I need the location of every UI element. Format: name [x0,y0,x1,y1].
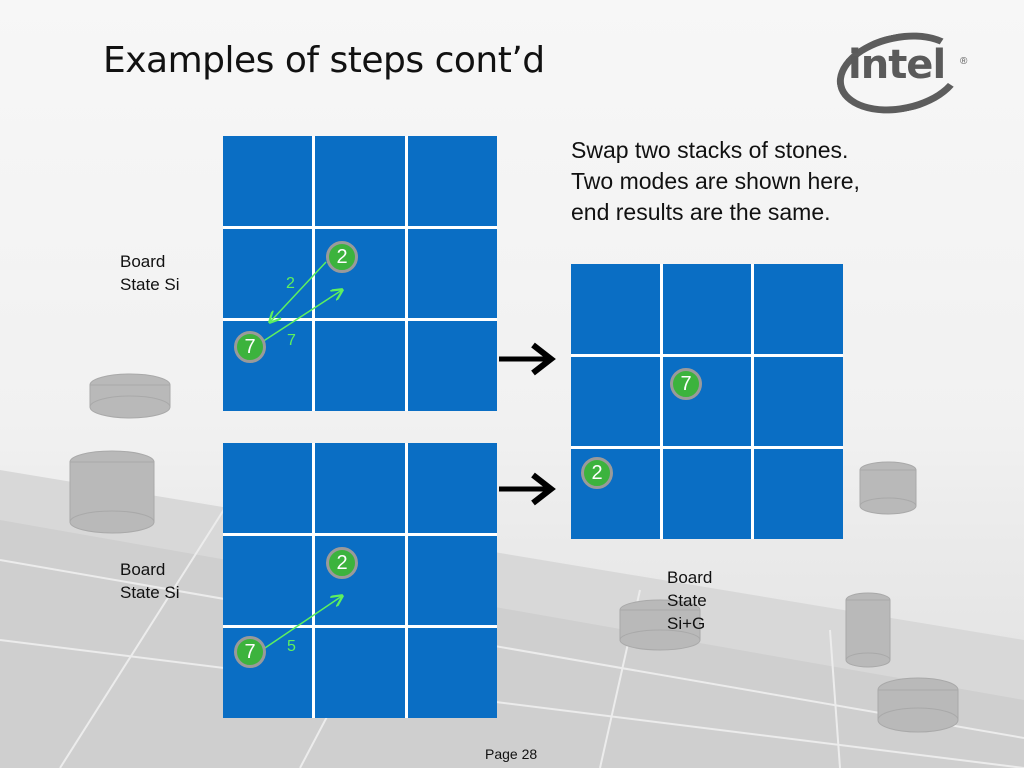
move-count: 5 [287,638,296,655]
board-cell [315,321,405,411]
move-count: 7 [287,332,296,349]
board-cell [315,136,405,226]
stone: 7 [670,368,702,400]
right-arrow-icon [499,472,556,506]
board-label-top: Board State Si [120,250,180,296]
board-top [223,136,497,411]
move-count: 2 [286,275,295,292]
logo-registered-mark: ® [960,56,968,67]
board-result [571,264,843,539]
board-cell [223,321,313,411]
board-cell [223,136,313,226]
board-cell [407,628,497,718]
right-arrow-icon [499,342,556,376]
board-label-line: State [667,591,707,610]
board-cell [754,449,843,539]
board-cell [754,356,843,447]
board-cell [407,535,497,626]
board-label-bottom: Board State Si [120,558,180,604]
stone: 2 [326,547,358,579]
board-label-result: Board State Si+G [667,566,712,635]
board-cell [223,443,313,533]
board-cell [315,443,405,533]
board-label-line: Board [120,560,166,579]
board-cell [754,264,843,354]
intel-logo: intel ® [829,21,972,125]
board-cell [571,356,660,447]
board-cell [662,264,752,354]
board-cell [315,228,405,319]
slide-title: Examples of steps cont’d [103,40,545,81]
stone: 7 [234,636,266,668]
description-text: Swap two stacks of stones. Two modes are… [571,137,860,225]
board-cell [407,443,497,533]
board-label-line: State Si [120,275,180,294]
board-label-line: Board [120,252,166,271]
board-cell [571,264,660,354]
board-cell [223,535,313,626]
board-cell [407,136,497,226]
board-cell [407,228,497,319]
board-cell [662,449,752,539]
board-bottom [223,443,497,718]
stone: 7 [234,331,266,363]
page-number: Page 28 [485,746,538,762]
board-cell [223,228,313,319]
board-cell [407,321,497,411]
board-cell [315,628,405,718]
board-cell [315,535,405,626]
board-label-line: Board [667,568,713,587]
board-label-line: Si+G [667,614,706,633]
stone: 2 [326,241,358,273]
stone: 2 [581,457,613,489]
board-label-line: State Si [120,583,180,602]
logo-wordmark: intel [848,42,946,88]
